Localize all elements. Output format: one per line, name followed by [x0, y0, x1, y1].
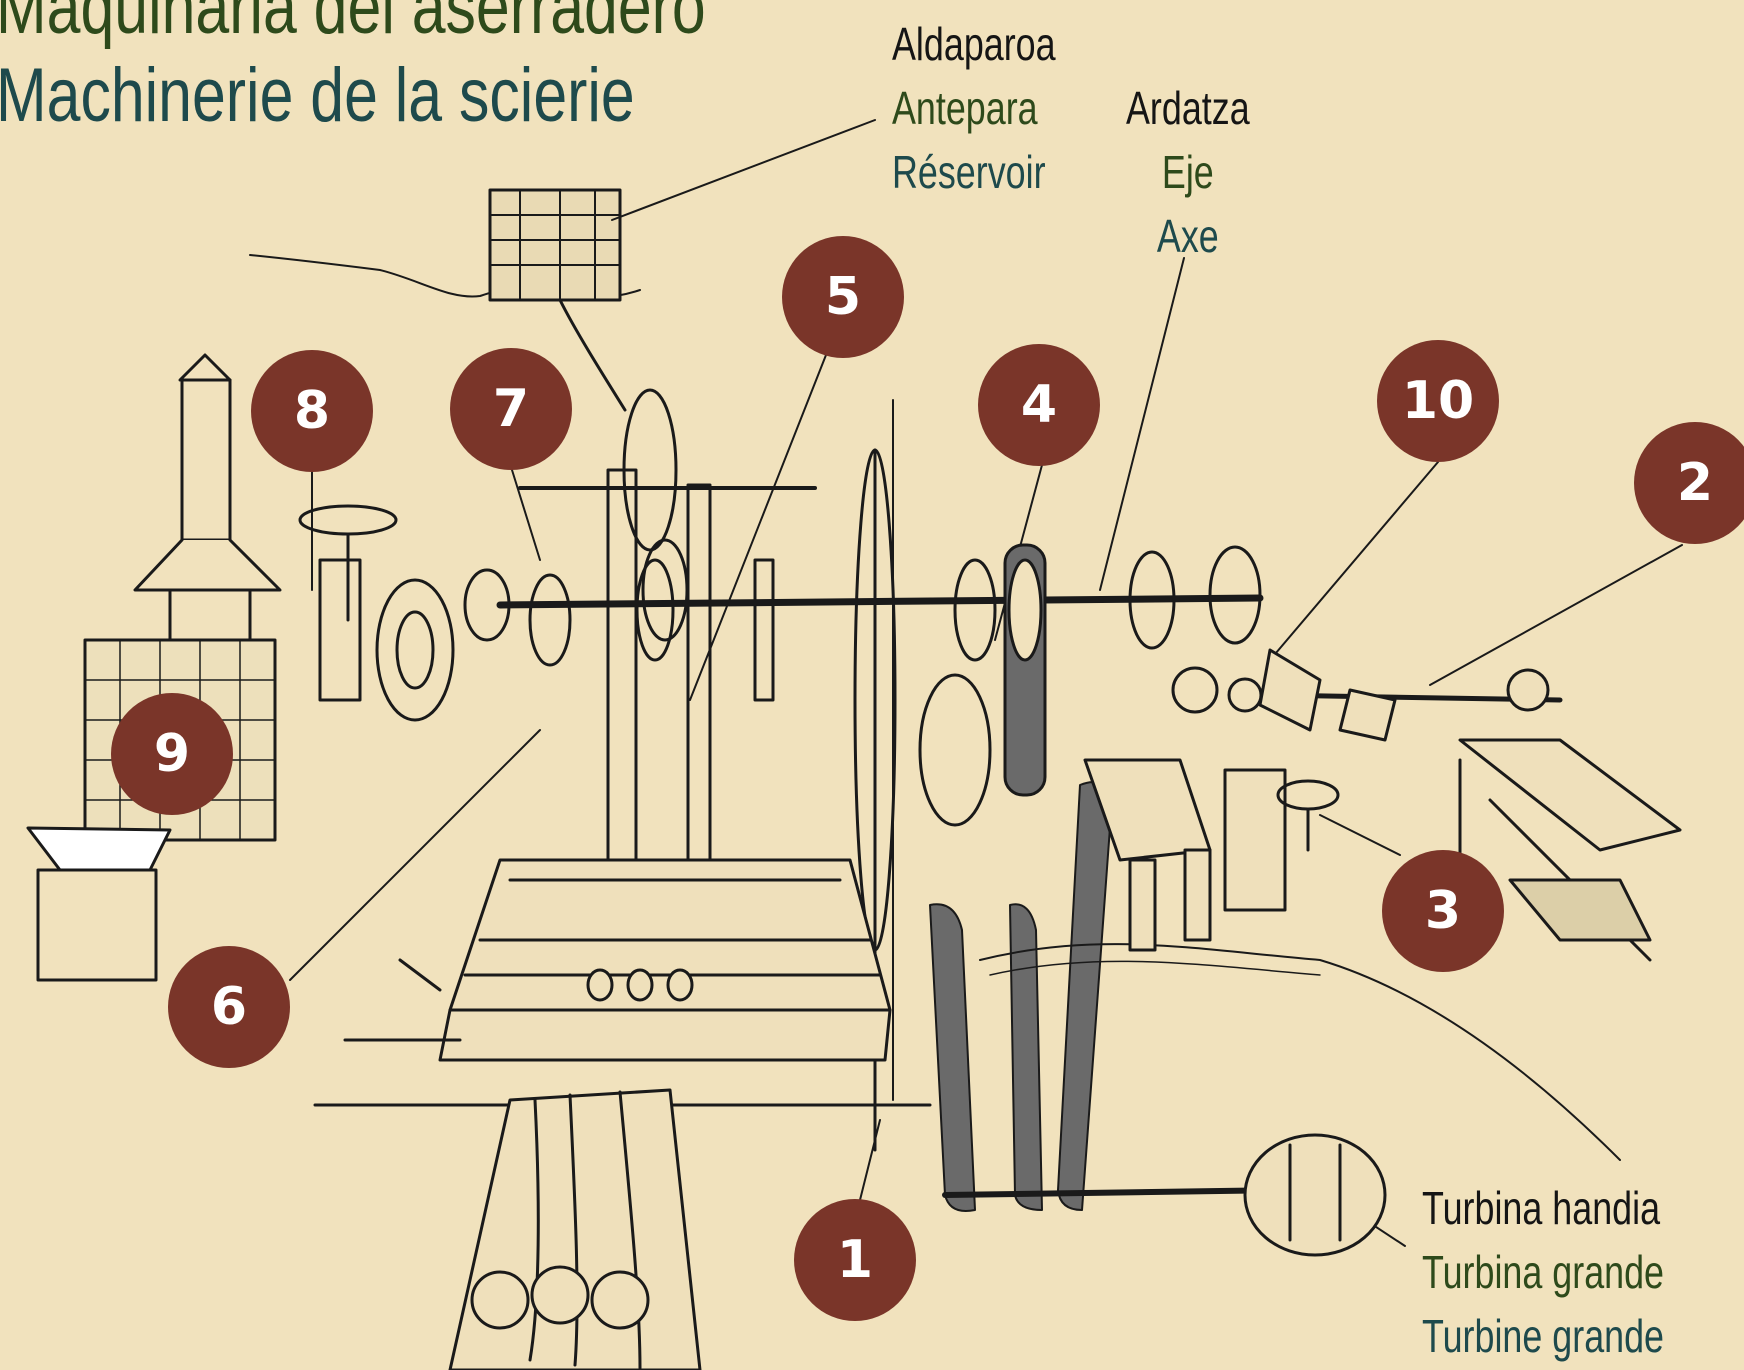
log-feed [448, 1088, 702, 1370]
leader-10 [1269, 461, 1439, 661]
leader-7 [511, 469, 541, 561]
water-channel [979, 943, 1621, 1161]
label-axle: Ardatza Eje Axe [1126, 76, 1250, 268]
main-axle [496, 594, 1264, 609]
marker-8: 8 [251, 350, 373, 472]
marker-1: 1 [794, 1199, 916, 1321]
leader-3 [1319, 814, 1401, 856]
turbine [1243, 1133, 1387, 1257]
marker-3: 3 [1382, 850, 1504, 972]
reservoir-tank [488, 188, 622, 302]
leader-5 [689, 354, 827, 701]
marker-10: 10 [1377, 340, 1499, 462]
turbine-belts [929, 781, 1113, 1212]
title-spanish: Maquinaria del aserradero [0, 0, 706, 50]
handwheel-right [1276, 779, 1340, 852]
label-reservoir-spanish: Antepara [892, 82, 1038, 134]
drive-wheels [375, 543, 1263, 797]
leader-axle [1099, 257, 1185, 591]
leader-2 [1429, 544, 1683, 686]
right-workstation [1258, 648, 1682, 962]
leader-reservoir [611, 119, 876, 221]
label-axle-spanish: Eje [1161, 146, 1214, 198]
leader-1 [859, 1119, 881, 1201]
workbench [1083, 758, 1287, 952]
label-turbine-french: Turbine grande [1422, 1310, 1665, 1362]
marker-6: 6 [168, 946, 290, 1068]
marker-7: 7 [450, 348, 572, 470]
label-turbine: Turbina handia Turbina grande Turbine gr… [1422, 1176, 1664, 1368]
title-french: Machinerie de la scierie [0, 53, 635, 138]
leader-6 [289, 729, 541, 981]
label-axle-basque: Ardatza [1126, 82, 1250, 134]
saw-carriage [313, 858, 932, 1107]
forge [26, 353, 282, 982]
marker-4: 4 [978, 344, 1100, 466]
label-reservoir: Aldaparoa Antepara Réservoir [892, 12, 1056, 204]
handwheel-left [298, 504, 398, 702]
turbine-shaft [942, 1187, 1293, 1198]
label-turbine-basque: Turbina handia [1422, 1182, 1661, 1234]
label-axle-french: Axe [1156, 210, 1219, 262]
label-reservoir-french: Réservoir [892, 146, 1046, 198]
marker-5: 5 [782, 236, 904, 358]
label-turbine-spanish: Turbina grande [1422, 1246, 1665, 1298]
marker-9: 9 [111, 693, 233, 815]
reservoir-pipe [558, 298, 627, 412]
label-reservoir-basque: Aldaparoa [892, 18, 1056, 70]
marker-2: 2 [1634, 422, 1744, 544]
